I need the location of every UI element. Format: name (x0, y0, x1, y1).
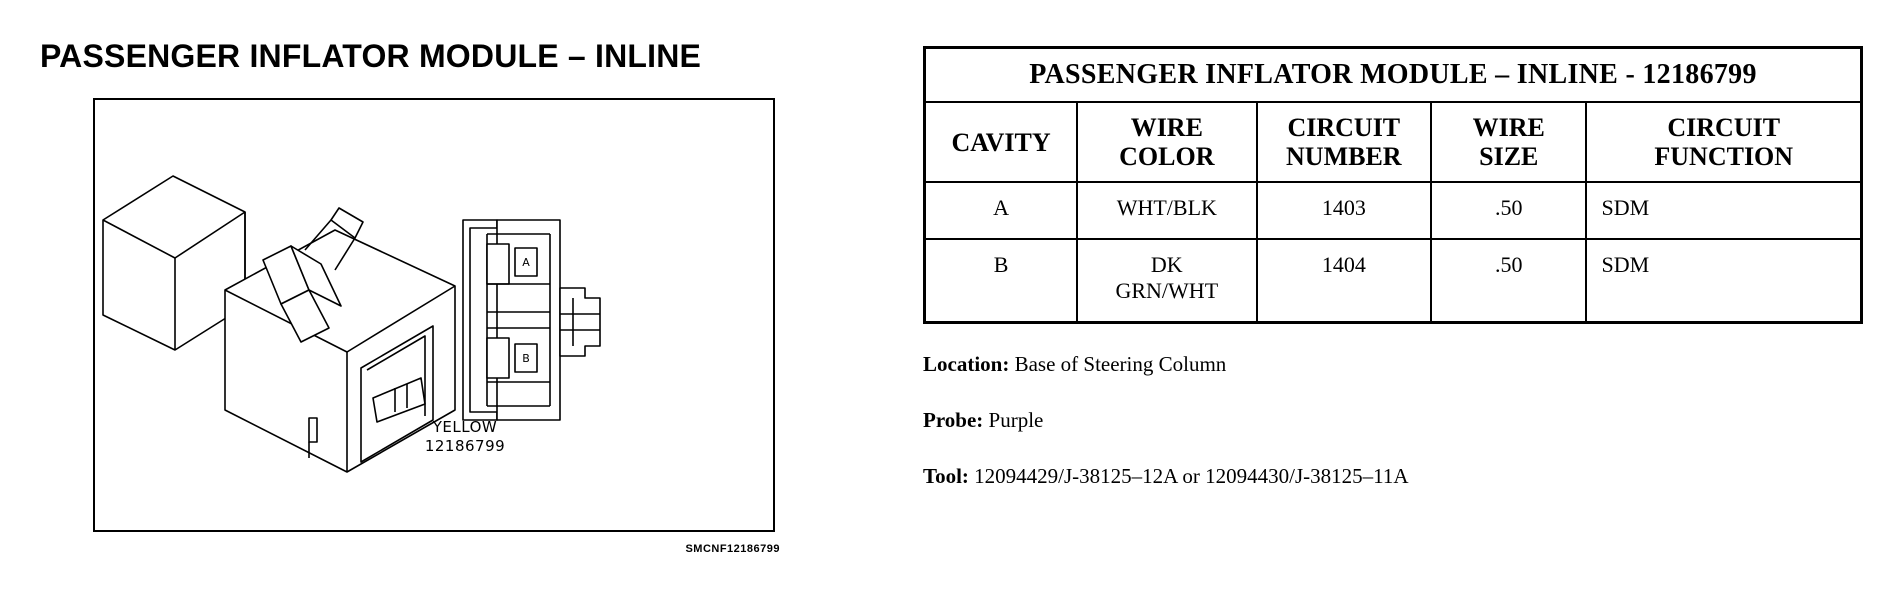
cell-circuit-number: 1404 (1255, 238, 1433, 324)
cell-wire-color: DK GRN/WHT (1076, 238, 1258, 324)
tool-line: Tool: 12094429/J-38125–12A or 12094430/J… (923, 464, 1409, 489)
connector-title: PASSENGER INFLATOR MODULE – INLINE (40, 38, 702, 74)
probe-line: Probe: Purple (923, 408, 1043, 433)
connector-part-number: 12186799 (424, 437, 506, 455)
cell-circuit-function: SDM (1585, 181, 1863, 240)
header-cavity-text: CAVITY (951, 127, 1051, 157)
header-circuit-function: CIRCUIT FUNCTION (1585, 101, 1863, 183)
header-wire-size: WIRE SIZE (1430, 101, 1588, 183)
cell-wire-size: .50 (1430, 238, 1588, 324)
cell-wire-color-line2: GRN/WHT (1115, 278, 1219, 303)
probe-value: Purple (988, 408, 1044, 432)
connector-isometric-drawing (102, 175, 456, 473)
header-wire-color-line1: WIRE (1130, 113, 1203, 142)
tool-value: 12094429/J-38125–12A or 12094430/J-38125… (974, 464, 1409, 488)
cell-wire-color-line1: DK (1150, 252, 1183, 277)
table-header-row: CAVITY WIRE COLOR CIRCUIT NUMBER WIRE SI… (923, 101, 1863, 183)
table-title-row: PASSENGER INFLATOR MODULE – INLINE - 121… (923, 46, 1863, 103)
location-line: Location: Base of Steering Column (923, 352, 1226, 377)
header-wire-color-line2: COLOR (1119, 142, 1215, 171)
connector-diagram: A B YELLOW 12186799 (93, 98, 775, 532)
cavity-a-label: A (522, 255, 530, 269)
cell-wire-color: WHT/BLK (1076, 181, 1258, 240)
cell-cavity: A (923, 181, 1079, 240)
tool-label: Tool: (923, 464, 969, 488)
header-wire-size-line2: SIZE (1479, 142, 1539, 171)
header-circuit-number-line1: CIRCUIT (1287, 113, 1401, 142)
location-value: Base of Steering Column (1014, 352, 1227, 376)
header-circuit-function-line2: FUNCTION (1654, 142, 1794, 171)
header-circuit-function-line1: CIRCUIT (1667, 113, 1781, 142)
cell-circuit-function: SDM (1585, 238, 1863, 324)
table-row: B DK GRN/WHT 1404 .50 SDM (923, 238, 1863, 324)
cell-cavity: B (923, 238, 1079, 324)
cavity-b-label: B (522, 351, 530, 365)
cell-wire-size: .50 (1430, 181, 1588, 240)
connector-color-label: YELLOW 12186799 (395, 418, 535, 456)
header-wire-size-line1: WIRE (1472, 113, 1545, 142)
header-circuit-number: CIRCUIT NUMBER (1255, 101, 1433, 183)
figure-code: SMCNF12186799 (685, 543, 780, 555)
cell-circuit-number: 1403 (1255, 181, 1433, 240)
table-row: A WHT/BLK 1403 .50 SDM (923, 181, 1863, 240)
cell-wire-color-line1: WHT/BLK (1116, 195, 1217, 220)
header-wire-color: WIRE COLOR (1076, 101, 1258, 183)
probe-label: Probe: (923, 408, 984, 432)
location-label: Location: (923, 352, 1010, 376)
connector-color: YELLOW (432, 418, 498, 436)
connector-pinout-table: PASSENGER INFLATOR MODULE – INLINE - 121… (923, 46, 1863, 324)
header-circuit-number-line2: NUMBER (1286, 142, 1402, 171)
table-title: PASSENGER INFLATOR MODULE – INLINE - 121… (923, 46, 1863, 103)
header-cavity: CAVITY (923, 101, 1079, 183)
connector-face-view (462, 219, 601, 421)
